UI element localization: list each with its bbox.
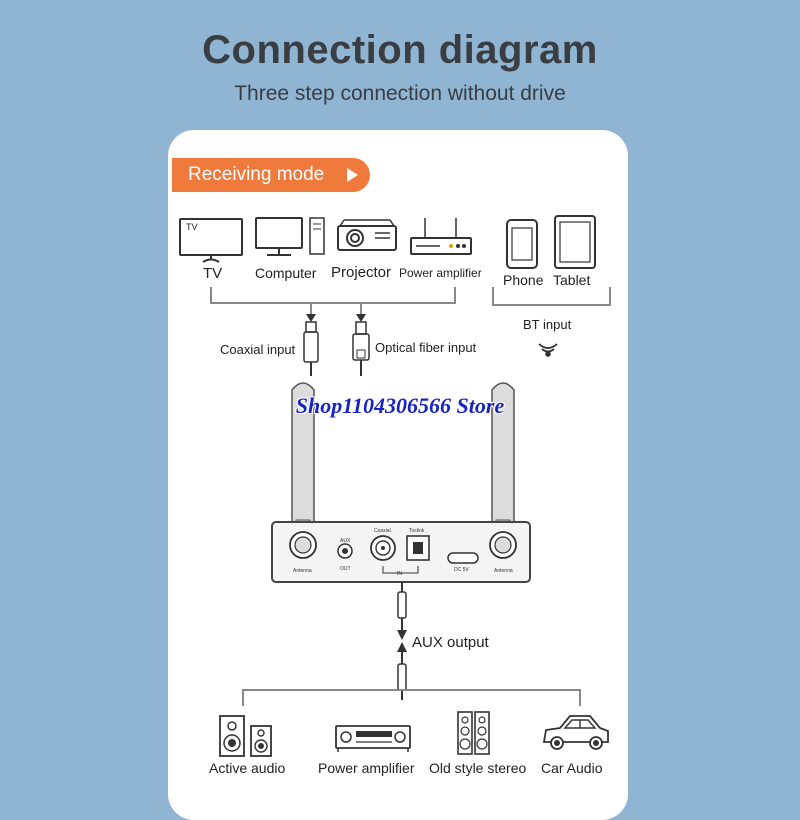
source-label-computer: Computer bbox=[255, 265, 317, 281]
speaker-icon bbox=[219, 715, 272, 757]
out-port-label: OUT bbox=[340, 566, 351, 572]
aux-cable-icon bbox=[397, 582, 407, 700]
output-label-power-amplifier: Power amplifier bbox=[318, 760, 415, 776]
output-label-active-audio: Active audio bbox=[209, 760, 286, 776]
phone-icon bbox=[506, 219, 538, 269]
tablet-icon bbox=[554, 215, 596, 269]
computer-icon bbox=[255, 217, 325, 256]
projector-icon bbox=[337, 219, 397, 251]
in-port-label: IN bbox=[397, 571, 402, 577]
source-label-tv: TV bbox=[203, 265, 223, 282]
diagram-card bbox=[168, 130, 628, 820]
antenna-right-label: Antenna bbox=[494, 568, 513, 574]
power-amplifier-icon bbox=[410, 218, 472, 255]
antenna-left-label: Antenna bbox=[293, 568, 312, 574]
store-watermark: Shop1104306566 Store bbox=[295, 393, 505, 418]
source-label-power-amplifier: Power amplifier bbox=[399, 266, 482, 280]
car-icon bbox=[542, 715, 609, 750]
play-arrow-icon bbox=[347, 168, 358, 182]
aux-port-label: AUX bbox=[340, 538, 351, 544]
page-title: Connection diagram bbox=[202, 28, 598, 72]
bt-source-label-tablet: Tablet bbox=[553, 272, 591, 288]
source-label-projector: Projector bbox=[331, 264, 392, 281]
optical-input-label: Optical fiber input bbox=[375, 340, 477, 355]
tv-icon bbox=[179, 218, 243, 263]
output-label-car-audio: Car Audio bbox=[541, 760, 603, 776]
coaxial-port-label: Coaxial bbox=[374, 528, 391, 534]
receiver-device bbox=[271, 521, 531, 583]
stereo-icon bbox=[457, 711, 490, 755]
coaxial-plug-icon bbox=[303, 314, 319, 376]
coaxial-input-label: Coaxial input bbox=[220, 342, 296, 357]
bt-source-label-phone: Phone bbox=[503, 272, 544, 288]
bt-input-label: BT input bbox=[523, 317, 572, 332]
dc-port-label: DC 5V bbox=[454, 567, 469, 573]
optical-plug-icon bbox=[352, 314, 370, 376]
receiving-mode-label: Receiving mode bbox=[188, 164, 325, 185]
receiving-mode-badge: Receiving mode bbox=[172, 158, 370, 192]
toslink-port-label: Toslink bbox=[409, 528, 425, 534]
page-subtitle: Three step connection without drive bbox=[234, 82, 566, 105]
diagram-graphics bbox=[179, 215, 611, 757]
amplifier-icon bbox=[335, 725, 411, 752]
output-label-old-style-stereo: Old style stereo bbox=[429, 760, 527, 776]
tv-screen-label: TV bbox=[186, 222, 198, 232]
aux-output-label: AUX output bbox=[412, 634, 489, 651]
bluetooth-wave-icon bbox=[538, 343, 558, 357]
